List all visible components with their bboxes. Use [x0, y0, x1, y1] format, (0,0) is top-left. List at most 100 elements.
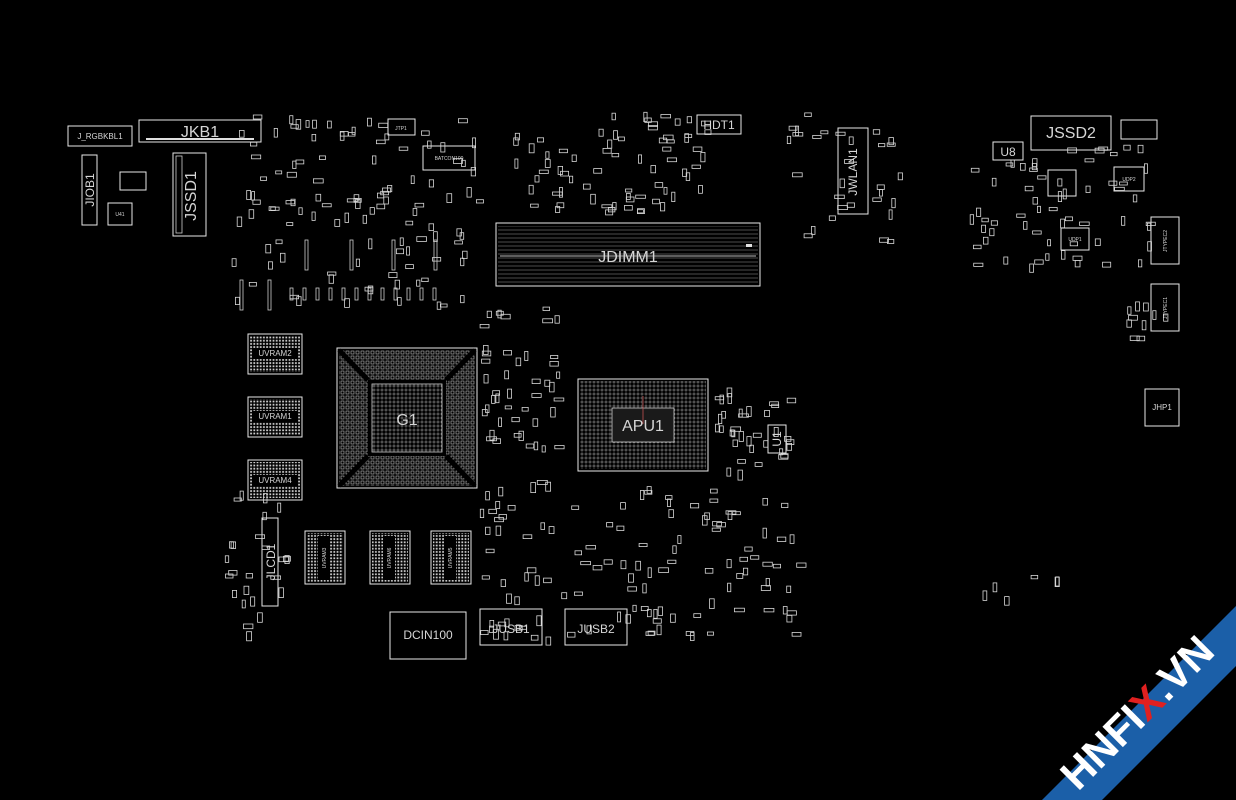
connector-jhp1[interactable]: JHP1	[1144, 388, 1180, 427]
passive-part	[592, 565, 603, 571]
connector-jlcd1[interactable]: JLCD1	[261, 517, 279, 607]
passive-part	[625, 188, 633, 193]
passive-part	[548, 526, 555, 534]
chip-uvram4[interactable]: UVRAM4	[247, 459, 303, 501]
chip-u1[interactable]: U1	[767, 424, 787, 454]
passive-part	[991, 177, 997, 187]
passive-part	[762, 527, 767, 539]
passive-components	[224, 111, 1169, 646]
passive-part	[511, 416, 520, 423]
passive-part	[628, 573, 634, 583]
passive-part	[536, 615, 542, 627]
passive-part	[416, 236, 427, 242]
passive-part	[355, 198, 361, 209]
passive-part	[571, 505, 580, 510]
passive-part	[383, 196, 389, 205]
passive-part	[412, 208, 418, 216]
passive-part	[711, 527, 721, 532]
passive-part	[475, 199, 484, 204]
passive-part	[351, 126, 356, 135]
passive-part	[653, 609, 658, 619]
connector-hdt1[interactable]: HDT1	[696, 114, 742, 135]
passive-part	[635, 194, 646, 199]
chip-udp1[interactable]: UDP1	[1060, 227, 1090, 251]
passive-part	[406, 246, 410, 256]
passive-part	[624, 205, 633, 211]
passive-part	[481, 575, 490, 580]
passive-part	[462, 250, 468, 259]
passive-part	[543, 577, 552, 584]
passive-part	[311, 211, 316, 221]
chip-uvram2[interactable]: UVRAM2	[247, 333, 303, 375]
passive-part	[405, 264, 414, 270]
passive-part	[405, 220, 414, 226]
passive-part	[481, 358, 491, 364]
passive-part	[1020, 162, 1026, 171]
connector-jtypec1[interactable]: JTYPEC1	[1150, 283, 1180, 332]
passive-part	[771, 403, 780, 409]
passive-part	[670, 613, 676, 623]
connector-jssd1[interactable]: JSSD1	[172, 152, 207, 237]
chip-apu1[interactable]: APU1	[577, 378, 709, 472]
passive-part	[618, 136, 625, 142]
passive-part	[1055, 576, 1060, 587]
connector-jtypec1-label: JTYPEC1	[1163, 297, 1169, 319]
passive-part	[503, 350, 512, 356]
chip-uvram5[interactable]: UVRAM5	[430, 530, 472, 585]
passive-part	[500, 579, 507, 587]
passive-part	[446, 193, 453, 203]
passive-part	[660, 114, 672, 119]
passive-part	[231, 590, 237, 598]
connector-jssd2[interactable]: JSSD2	[1030, 115, 1112, 151]
passive-part	[888, 137, 894, 146]
passive-part	[233, 497, 242, 502]
passive-part	[378, 122, 389, 128]
chip-j2pkl1[interactable]	[1120, 119, 1158, 140]
chip-g1[interactable]: G1	[336, 347, 478, 489]
watermark: HNFIX.VN	[1042, 606, 1236, 800]
passive-part	[369, 207, 375, 215]
connector-jtp1[interactable]: JTP1	[387, 118, 416, 136]
chip-u8[interactable]: U8	[992, 141, 1024, 161]
passive-part	[1079, 221, 1090, 226]
passive-part	[739, 556, 749, 562]
passive-part	[305, 120, 310, 128]
chip-uvram3[interactable]: UVRAM3	[304, 530, 346, 585]
passive-part	[685, 172, 691, 181]
chip-uvram6[interactable]: UVRAM6	[369, 530, 411, 585]
passive-part	[691, 164, 701, 169]
passive-part	[1123, 144, 1131, 151]
connector-jdimm1[interactable]: JDIMM1	[495, 222, 761, 287]
passive-part	[834, 194, 845, 200]
connector-jkb1[interactable]: JKB1	[138, 119, 262, 143]
chip-udp2[interactable]: UDP2	[1113, 166, 1145, 192]
passive-part	[380, 287, 385, 301]
connector-j-rgbkbl1[interactable]: J_RGBKBL1	[67, 125, 133, 147]
passive-part	[1029, 167, 1038, 172]
passive-part	[544, 379, 551, 387]
chip-uvram1[interactable]: UVRAM1	[247, 396, 303, 438]
chip-u41[interactable]: U41	[107, 202, 133, 226]
passive-part	[1143, 302, 1149, 312]
passive-part	[278, 587, 284, 598]
chip-u41-label: U41	[115, 212, 124, 218]
chip-jsphd1[interactable]	[119, 171, 147, 191]
passive-part	[772, 563, 781, 569]
passive-part	[666, 139, 675, 144]
passive-part	[302, 287, 307, 301]
passive-part	[969, 214, 975, 225]
passive-part	[1037, 175, 1047, 180]
passive-part	[224, 555, 230, 563]
connector-jiob1[interactable]: JIOB1	[81, 154, 98, 226]
connector-dcin100[interactable]: DCIN100	[389, 611, 467, 660]
connector-batcon100[interactable]: BATCON100	[422, 145, 476, 171]
passive-part	[371, 155, 377, 165]
passive-part	[647, 609, 652, 618]
passive-part	[470, 167, 477, 177]
passive-part	[328, 274, 334, 284]
passive-part	[791, 632, 802, 637]
passive-part	[704, 129, 712, 135]
connector-jtypec2[interactable]: JTYPEC2	[1150, 216, 1180, 265]
passive-part	[726, 559, 732, 569]
